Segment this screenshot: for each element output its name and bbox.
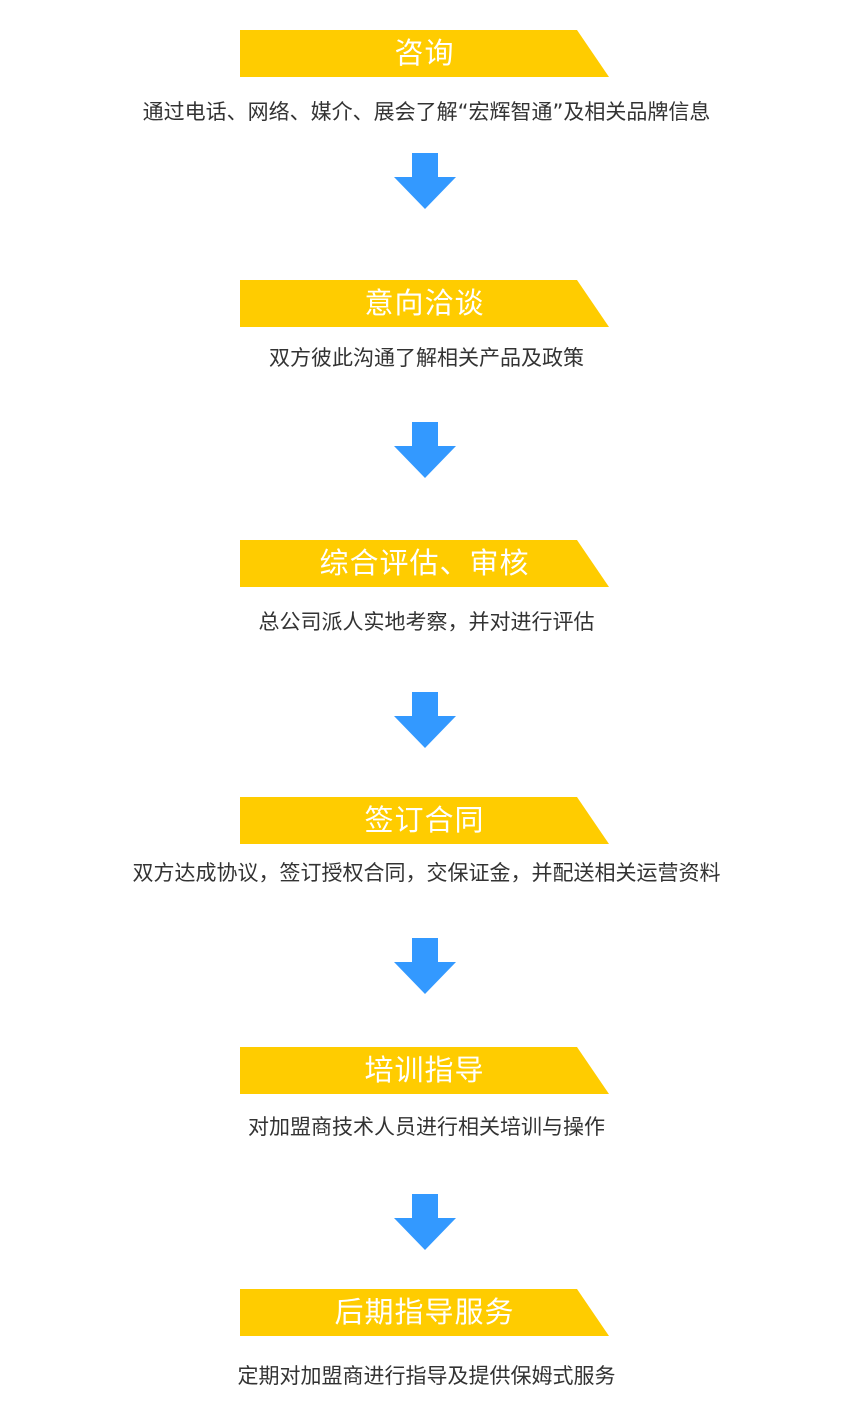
step-5-description: 对加盟商技术人员进行相关培训与操作 — [248, 1115, 605, 1139]
step-6-description: 定期对加盟商进行指导及提供保姆式服务 — [237, 1364, 616, 1388]
step-2-description: 双方彼此沟通了解相关产品及政策 — [269, 346, 584, 370]
down-arrow-icon — [394, 422, 456, 478]
down-arrow-icon — [394, 938, 456, 994]
down-arrow-icon — [394, 153, 456, 209]
step-1-description: 通过电话、网络、媒介、展会了解“宏辉智通”及相关品牌信息 — [142, 100, 711, 124]
step-6-banner: 后期指导服务 — [240, 1289, 609, 1336]
step-3-title: 综合评估、审核 — [319, 546, 530, 580]
step-4-title: 签订合同 — [364, 803, 485, 837]
step-1-title: 咨询 — [394, 36, 455, 70]
step-3-banner: 综合评估、审核 — [240, 540, 609, 587]
step-6-title: 后期指导服务 — [334, 1295, 515, 1329]
step-3-description: 总公司派人实地考察，并对进行评估 — [258, 610, 595, 634]
step-5-banner: 培训指导 — [240, 1047, 609, 1094]
down-arrow-icon — [394, 692, 456, 748]
step-5-title: 培训指导 — [364, 1053, 485, 1087]
step-4-description: 双方达成协议，签订授权合同，交保证金，并配送相关运营资料 — [132, 861, 721, 885]
step-2-title: 意向洽谈 — [364, 286, 485, 320]
step-1-banner: 咨询 — [240, 30, 609, 77]
down-arrow-icon — [394, 1194, 456, 1250]
step-2-banner: 意向洽谈 — [240, 280, 609, 327]
step-4-banner: 签订合同 — [240, 797, 609, 844]
